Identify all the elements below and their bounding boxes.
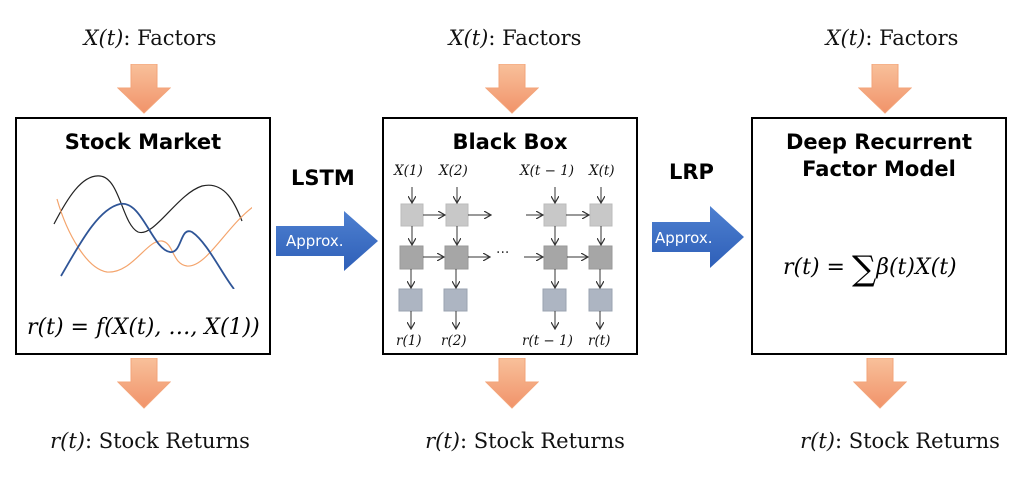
black-box: Black Box X(1) X(2) X(t − 1) X(t) xyxy=(382,117,638,355)
lstm-cell xyxy=(589,203,613,227)
approx-arrow-icon xyxy=(652,206,744,268)
output-label-col2: r(t): Stock Returns xyxy=(420,429,630,453)
box-title: Black Box xyxy=(452,130,568,154)
output-cell xyxy=(398,288,423,312)
box-title-line1: Deep Recurrent xyxy=(785,130,973,154)
output-label-col1: r(t): Stock Returns xyxy=(50,429,250,453)
formula-right: β(t)X(t) xyxy=(876,255,957,280)
lstm-cell xyxy=(399,245,424,270)
output-var: r(t) xyxy=(425,429,460,453)
network-input: X(2) xyxy=(439,163,468,179)
approx-label: Approx. xyxy=(655,229,713,247)
black-price-line xyxy=(53,175,243,233)
output-text: : Stock Returns xyxy=(84,429,250,453)
orange-price-line xyxy=(56,198,252,273)
lstm-cell xyxy=(444,245,469,270)
network-input: X(t − 1) xyxy=(520,163,575,179)
lstm-cell xyxy=(588,245,613,270)
lrp-label: LRP xyxy=(669,160,714,184)
input-label-col1: X(t): Factors xyxy=(60,26,240,50)
approx-arrow-icon xyxy=(276,211,378,271)
network-output: r(1) xyxy=(396,333,422,349)
lstm-cell xyxy=(543,203,567,227)
lstm-cell xyxy=(400,203,424,227)
network-input: X(1) xyxy=(394,163,423,179)
network-input: X(t) xyxy=(589,163,615,179)
blue-price-line xyxy=(60,203,235,289)
down-arrow-icon xyxy=(485,64,539,114)
input-label-col3: X(t): Factors xyxy=(802,26,982,50)
lstm-cell xyxy=(543,245,568,270)
output-cell xyxy=(443,288,468,312)
down-arrow-icon xyxy=(117,64,171,114)
sum-symbol: ∑ xyxy=(851,249,877,289)
market-formula: r(t) = f(X(t), …, X(1)) xyxy=(27,315,260,340)
down-arrow-icon xyxy=(485,358,539,409)
network-output: r(t) xyxy=(588,333,611,349)
input-var: X(t) xyxy=(825,26,866,50)
output-var: r(t) xyxy=(50,429,85,453)
deep-recurrent-factor-model-box: Deep Recurrent Factor Model r(t) = ∑β(t)… xyxy=(751,117,1007,355)
input-text: : Factors xyxy=(865,26,959,50)
down-arrow-icon xyxy=(858,64,912,114)
down-arrow-icon xyxy=(853,358,907,409)
stock-price-lines xyxy=(53,175,252,289)
output-text: : Stock Returns xyxy=(834,429,1000,453)
factor-formula: r(t) = ∑β(t)X(t) xyxy=(783,249,957,289)
ellipsis: ··· xyxy=(496,245,510,261)
box-title: Stock Market xyxy=(64,130,222,154)
stock-market-box: Stock Market r(t) = f(X(t), …, X(1)) xyxy=(15,117,271,355)
input-var: X(t) xyxy=(83,26,124,50)
output-cell xyxy=(542,288,567,312)
output-text: : Stock Returns xyxy=(459,429,625,453)
output-cell xyxy=(588,288,613,312)
input-text: : Factors xyxy=(123,26,217,50)
lstm-network xyxy=(398,187,613,339)
network-output: r(2) xyxy=(441,333,467,349)
input-var: X(t) xyxy=(448,26,489,50)
input-text: : Factors xyxy=(488,26,582,50)
lstm-label: LSTM xyxy=(291,166,355,190)
output-label-col3: r(t): Stock Returns xyxy=(795,429,1005,453)
formula-left: r(t) = xyxy=(783,255,852,280)
down-arrow-icon xyxy=(117,358,171,409)
network-output: r(t − 1) xyxy=(522,333,573,349)
approx-label: Approx. xyxy=(286,232,344,250)
output-var: r(t) xyxy=(800,429,835,453)
box-title-line2: Factor Model xyxy=(802,157,956,181)
input-label-col2: X(t): Factors xyxy=(425,26,605,50)
lstm-cell xyxy=(445,203,469,227)
